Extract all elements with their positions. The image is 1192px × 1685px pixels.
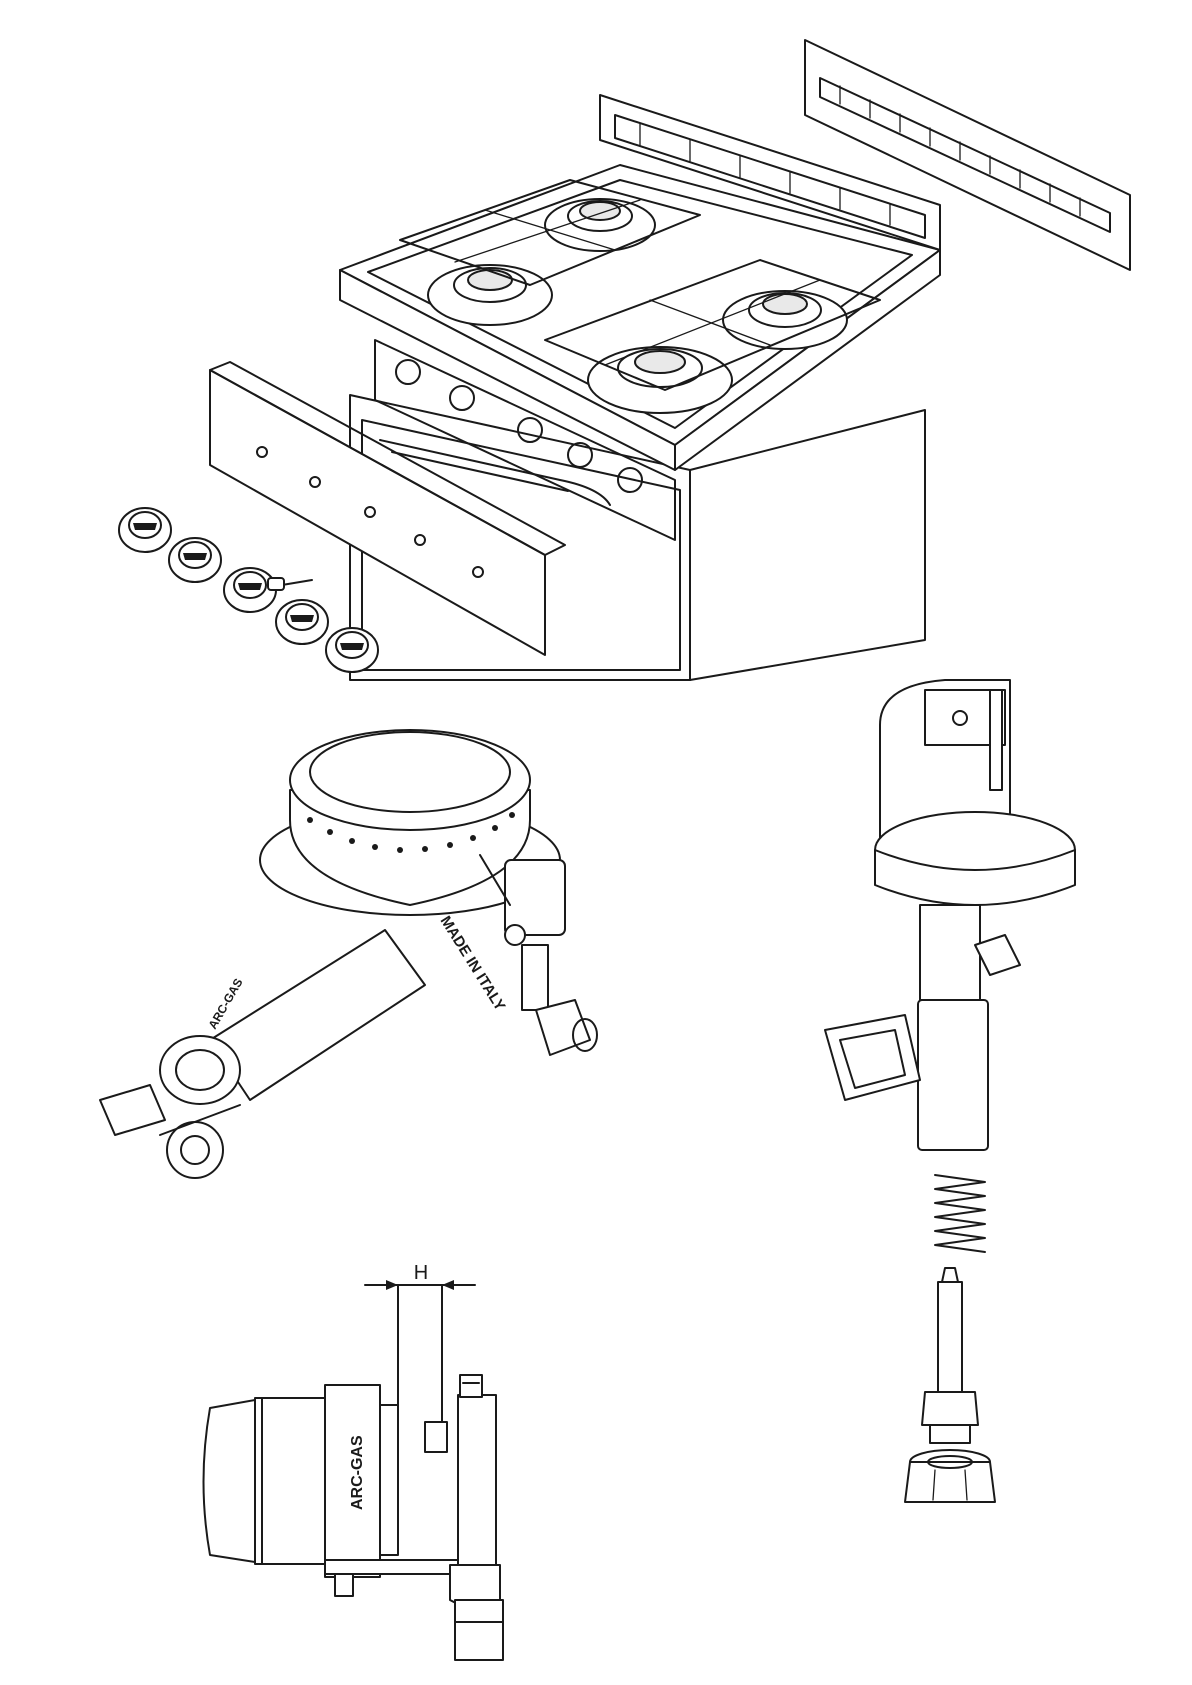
ignition-button <box>268 578 312 590</box>
hob-burner-back-left <box>428 265 552 325</box>
side-view-air-shutter <box>204 1400 256 1562</box>
valve-body-lower <box>918 1000 988 1150</box>
hob-burner-front-left <box>588 347 732 413</box>
valve-nut <box>975 935 1020 975</box>
cooker-assembly <box>119 40 1130 680</box>
valve-needle <box>922 1268 978 1443</box>
burner-crown-top <box>290 730 530 830</box>
burner-inlet <box>160 1036 240 1104</box>
side-view-throat <box>380 1405 398 1555</box>
side-view-gas-inlet <box>455 1600 503 1660</box>
side-view-venturi <box>255 1398 325 1564</box>
burner-stamp-text: MADE IN ITALY <box>437 913 509 1014</box>
safety-valve-exploded <box>825 680 1075 1502</box>
cabinet-side-panel <box>690 410 925 680</box>
knob-1 <box>119 508 171 552</box>
knob-2 <box>169 538 221 582</box>
valve-side-port <box>825 1015 920 1100</box>
valve-spring <box>935 1175 985 1252</box>
knob-5 <box>326 628 378 672</box>
burner-pilot-assembly <box>480 855 597 1055</box>
valve-cap-nut <box>905 1450 995 1502</box>
burner-side-view: H ARC-GAS <box>204 1262 504 1660</box>
side-brand-text: ARC-GAS <box>349 1435 366 1510</box>
knob-4 <box>276 600 328 644</box>
side-view-injector-holder <box>458 1395 496 1565</box>
hob-burner-back-right <box>545 199 655 251</box>
burner-venturi-tube <box>210 930 425 1100</box>
dimension-h-label: H <box>414 1262 428 1284</box>
valve-stem <box>920 905 980 1000</box>
valve-probe <box>990 690 1002 790</box>
oven-burner-detail: MADE IN ITALY ARC-GAS <box>100 730 597 1178</box>
side-view-screw <box>425 1422 447 1452</box>
